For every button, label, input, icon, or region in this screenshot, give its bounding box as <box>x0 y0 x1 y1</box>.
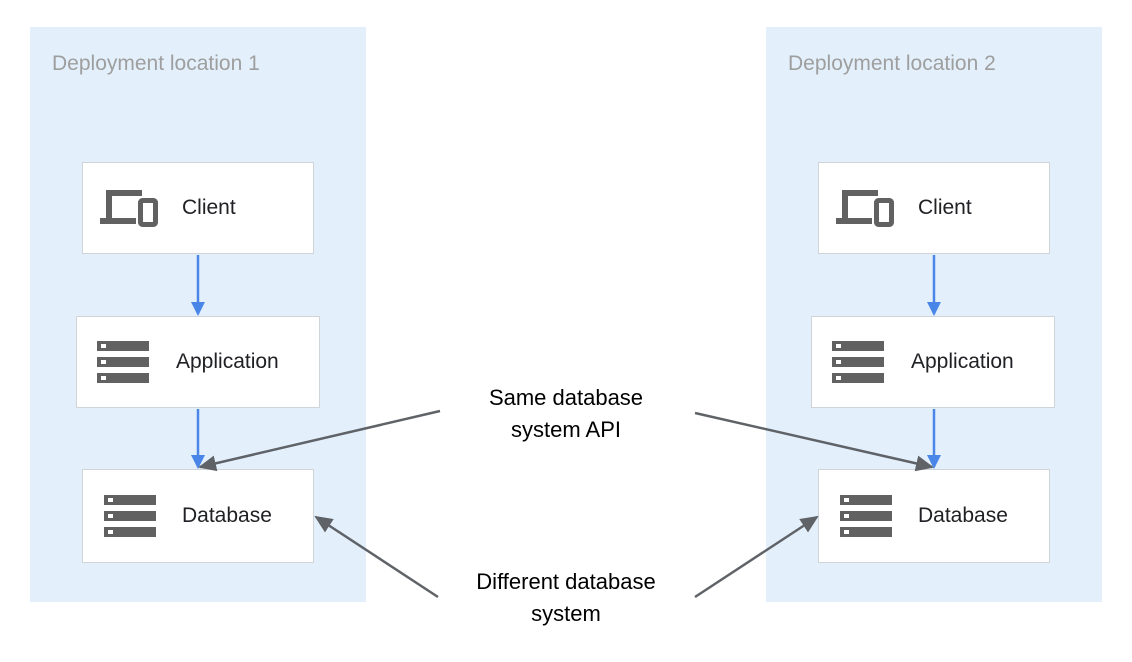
server-icon <box>97 341 149 383</box>
server-icon <box>104 495 156 537</box>
same-api-arrow-right <box>694 411 934 472</box>
devices-icon <box>834 186 896 230</box>
server-icon <box>840 495 892 537</box>
application-node-1: Application <box>76 316 320 408</box>
same-api-callout: Same database system API <box>446 382 686 446</box>
node-label: Database <box>182 504 272 527</box>
different-system-arrow-left <box>314 515 439 599</box>
same-api-arrow-left <box>198 409 441 472</box>
callout-line: Same database <box>488 385 644 410</box>
different-system-arrow-right <box>694 515 819 599</box>
node-label: Client <box>182 196 236 219</box>
devices-icon <box>98 186 160 230</box>
node-label: Database <box>918 504 1008 527</box>
node-label: Client <box>918 196 972 219</box>
region-title: Deployment location 2 <box>788 52 996 75</box>
client-node-2: Client <box>818 162 1050 254</box>
callout-line: system API <box>510 417 622 442</box>
node-label: Application <box>911 350 1014 373</box>
region-title: Deployment location 1 <box>52 52 260 75</box>
client-node-1: Client <box>82 162 314 254</box>
database-node-1: Database <box>82 469 314 563</box>
application-node-2: Application <box>811 316 1055 408</box>
callout-line: system <box>531 601 601 626</box>
node-label: Application <box>176 350 279 373</box>
callout-line: Different database <box>476 569 656 594</box>
database-node-2: Database <box>818 469 1050 563</box>
different-system-callout: Different database system <box>436 566 696 630</box>
server-icon <box>832 341 884 383</box>
